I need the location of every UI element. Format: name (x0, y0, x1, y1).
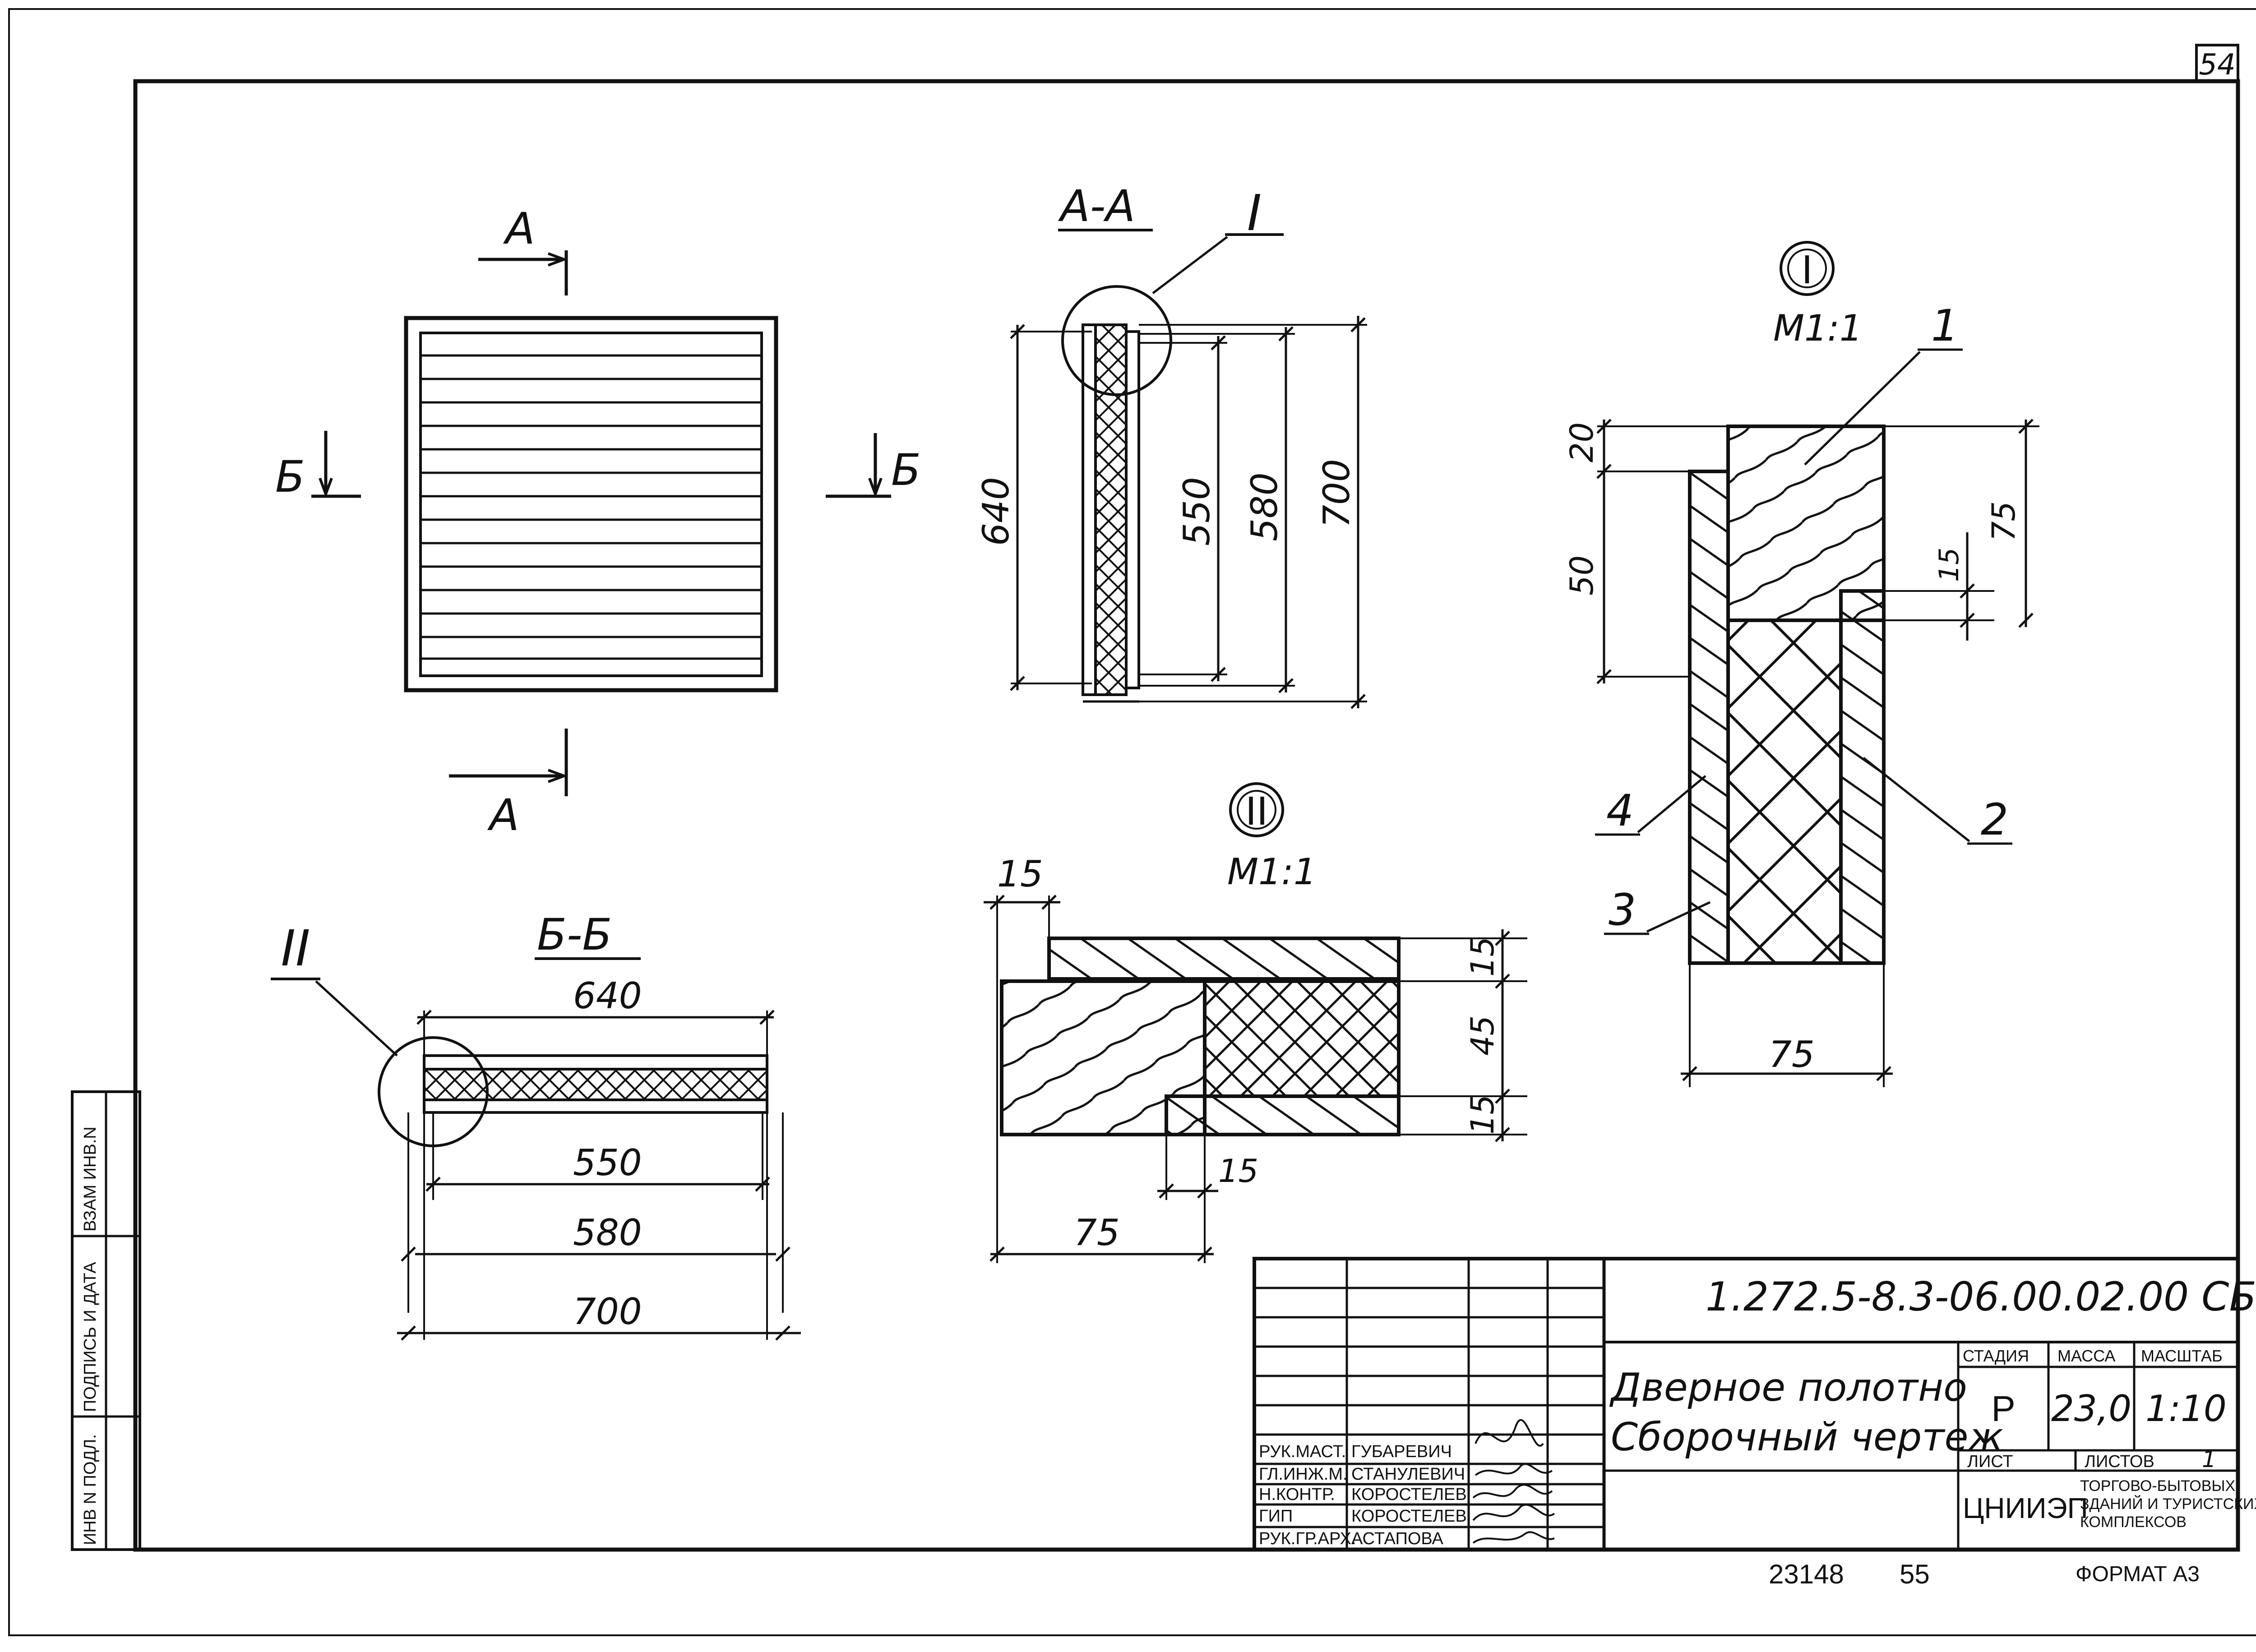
tb-org-logo: ЦНИИЭП (1963, 1492, 2088, 1524)
tb-designation: 1.272.5-8.3-06.00.02.00 СБ (1706, 1274, 2256, 1320)
cut-mark-b-right (826, 433, 891, 498)
section-aa-callout: I (1247, 184, 1262, 242)
detail-2-dim-15-bottom: 15 (1218, 1153, 1258, 1190)
side-stamp-inv: ИНВ N ПОДЛ. (81, 1434, 100, 1545)
footer-format: ФОРМАТ А3 (2076, 1562, 2200, 1586)
tb-scale-label: МАСШТАБ (2141, 1347, 2223, 1365)
cut-mark-a-bottom (449, 729, 568, 796)
detail-1-scale: M1:1 (1773, 307, 1863, 349)
tb-org-line3: КОМПЛЕКСОВ (2080, 1514, 2187, 1531)
detail-2-dim-75: 75 (1074, 1212, 1120, 1254)
aa-dim-550: 550 (1176, 477, 1218, 546)
detail-2-scale: M1:1 (1227, 851, 1317, 893)
detail-1-leader-4: 4 (1606, 785, 1634, 836)
side-stamp-replace: ВЗАМ ИНВ.N (81, 1126, 100, 1232)
tb-name-4: КОРОСТЕЛЕВ (1351, 1507, 1467, 1526)
detail-2-dim-15-right2: 15 (1464, 1094, 1501, 1135)
tb-sheets-label: ЛИСТОВ (2085, 1452, 2154, 1471)
bb-dim-640: 640 (573, 975, 642, 1017)
detail-2: II M1:1 15 (984, 782, 1527, 1263)
section-bb: Б-Б II 640 550 580 700 (271, 909, 801, 1341)
cut-mark-a-top (478, 250, 568, 295)
tb-stage-label: СТАДИЯ (1963, 1347, 2029, 1365)
tb-scale: 1:10 (2145, 1388, 2227, 1430)
aa-dim-580: 580 (1244, 472, 1285, 541)
detail-1-dim-75: 75 (1985, 501, 2022, 541)
section-aa-title: A-A (1058, 181, 1135, 231)
side-stamp: ИНВ N ПОДЛ. ПОДПИСЬ И ДАТА ВЗАМ ИНВ.N (71, 1090, 141, 1551)
tb-sheet-label: ЛИСТ (1967, 1452, 2013, 1471)
cut-label-b-right: Б (891, 445, 921, 495)
detail-2-dim-45: 45 (1464, 1015, 1501, 1056)
footer-inventory: 23148 (1769, 1559, 1844, 1589)
bb-dim-700: 700 (573, 1291, 642, 1333)
title-block: РУК.МАСТ. ГУБАРЕВИЧ ГЛ.ИНЖ.М. СТАНУЛЕВИЧ… (1253, 1257, 2256, 1551)
aa-dim-700: 700 (1316, 459, 1358, 528)
bb-dim-580: 580 (573, 1212, 642, 1254)
aa-dim-640: 640 (975, 477, 1017, 546)
detail-2-dim-15-top: 15 (997, 853, 1043, 895)
cut-label-a-top: A (503, 203, 535, 254)
detail-1-leader-3: 3 (1609, 885, 1636, 935)
cut-label-a-bottom: A (487, 790, 519, 840)
tb-name-line1: Дверное полотно (1609, 1365, 1967, 1410)
tb-name-1: ГУБАРЕВИЧ (1351, 1442, 1452, 1461)
side-stamp-sign: ПОДПИСЬ И ДАТА (81, 1262, 100, 1412)
detail-1: I M1:1 (1563, 241, 2039, 1087)
detail-2-marker: II (1245, 789, 1268, 834)
detail-2-dim-15-right1: 15 (1464, 937, 1501, 977)
detail-1-dim-20: 20 (1563, 422, 1600, 462)
tb-mass-label: МАССА (2057, 1347, 2115, 1365)
detail-1-dim-75b: 75 (1769, 1034, 1815, 1075)
tb-org-line2: ЗДАНИЙ И ТУРИСТСКИХ (2080, 1495, 2256, 1513)
tb-role-5: РУК.ГР.АРХ. (1259, 1529, 1356, 1548)
footer-page: 55 (1900, 1559, 1930, 1589)
tb-mass: 23,0 (2051, 1388, 2131, 1430)
tb-stage: Р (1991, 1389, 2015, 1429)
detail-1-dim-15: 15 (1933, 548, 1965, 582)
tb-name-line2: Сборочный чертеж (1611, 1415, 2003, 1460)
bb-dim-550: 550 (573, 1142, 642, 1184)
tb-name-3: КОРОСТЕЛЕВ (1351, 1485, 1467, 1504)
door-plan-view: A A Б Б (275, 203, 921, 840)
tb-role-4: ГИП (1259, 1507, 1293, 1526)
tb-sheets: 1 (2202, 1446, 2216, 1472)
cut-label-b-left: Б (275, 452, 305, 502)
tb-role-1: РУК.МАСТ. (1259, 1442, 1346, 1461)
detail-1-leader-1: 1 (1931, 300, 1959, 351)
signatures (1472, 1419, 1555, 1544)
section-aa: A-A I 640 5 (975, 181, 1367, 709)
detail-1-marker: I (1801, 247, 1812, 292)
detail-1-dim-50: 50 (1563, 555, 1600, 595)
tb-role-3: Н.КОНТР. (1259, 1485, 1335, 1504)
cut-mark-b-left (311, 431, 361, 498)
plan-planks (421, 354, 762, 660)
tb-org-line1: ТОРГОВО-БЫТОВЫХ (2080, 1477, 2235, 1495)
tb-name-5: АСТАПОВА (1351, 1529, 1444, 1548)
section-bb-title: Б-Б (537, 909, 612, 960)
detail-1-leader-2: 2 (1981, 794, 2008, 845)
tb-name-2: СТАНУЛЕВИЧ (1351, 1465, 1465, 1484)
tb-role-2: ГЛ.ИНЖ.М. (1259, 1465, 1348, 1484)
sheet-number: 54 (2199, 48, 2235, 82)
section-bb-callout: II (281, 919, 310, 977)
sheet-frame: 54 (8, 8, 2256, 1636)
